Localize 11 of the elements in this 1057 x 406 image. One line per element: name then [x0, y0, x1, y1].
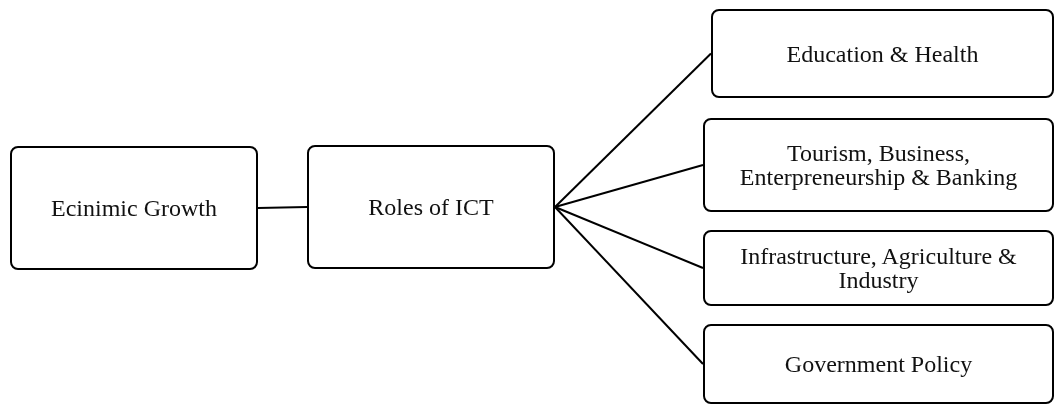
process-box: Education & Health: [711, 9, 1054, 98]
connector-line: [554, 206, 704, 365]
connector-line: [257, 206, 308, 209]
connector-line: [554, 164, 704, 208]
process-box: Infrastructure, Agriculture & Industry: [703, 230, 1054, 306]
process-box: Ecinimic Growth: [10, 146, 258, 270]
connector-line: [554, 206, 704, 269]
process-box: Roles of ICT: [307, 145, 555, 269]
process-box: Tourism, Business, Enterpreneurship & Banking: [703, 118, 1054, 212]
process-box: Government Policy: [703, 324, 1054, 404]
connector-line: [554, 52, 712, 208]
